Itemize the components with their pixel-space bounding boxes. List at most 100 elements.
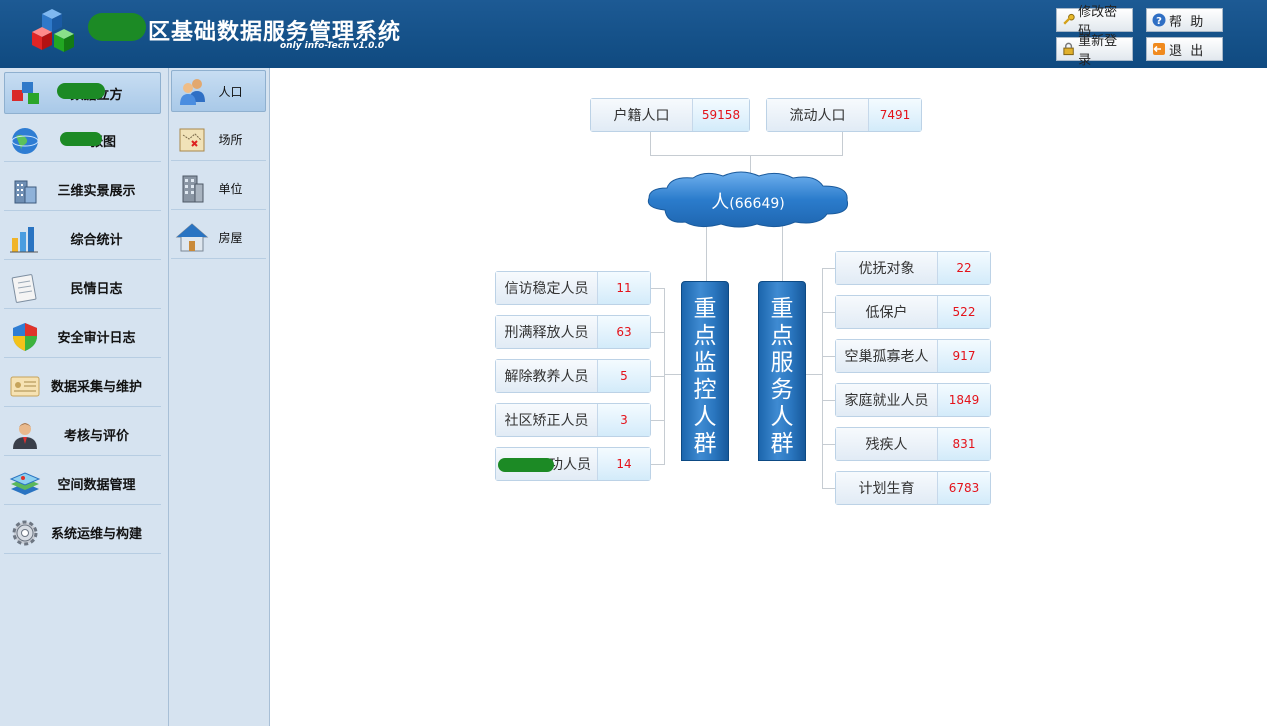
menu-item-spatial-data[interactable]: 空间数据管理 xyxy=(4,463,161,505)
stat-label: 计划生育 xyxy=(836,472,938,504)
stat-released-reeducation[interactable]: 解除教养人员 5 xyxy=(495,359,651,393)
connector-line xyxy=(650,155,843,156)
group-title-char: 人 xyxy=(770,404,794,430)
sub-label: 单位 xyxy=(218,182,243,196)
stat-petition-stability[interactable]: 信访稳定人员 11 xyxy=(495,271,651,305)
menu-label: 空间数据管理 xyxy=(57,478,136,493)
stat-special-care[interactable]: 优抚对象 22 xyxy=(835,251,991,285)
logout-button[interactable]: 退 出 xyxy=(1146,37,1223,61)
stat-redacted-group[interactable]: 功人员 14 xyxy=(495,447,651,481)
sub-item-population[interactable]: 人口 xyxy=(171,70,266,112)
stat-label: 解除教养人员 xyxy=(496,360,598,392)
stat-disabled[interactable]: 残疾人 831 xyxy=(835,427,991,461)
menu-item-statistics[interactable]: 综合统计 xyxy=(4,218,161,260)
connector-line xyxy=(822,268,823,489)
stat-value: 3 xyxy=(598,404,650,436)
stat-label: 流动人口 xyxy=(767,99,869,131)
stat-family-employment[interactable]: 家庭就业人员 1849 xyxy=(835,383,991,417)
menu-label: 数据采集与维护 xyxy=(50,380,142,395)
group-title-char: 监 xyxy=(693,350,717,376)
menu-item-data-collection[interactable]: 数据采集与维护 xyxy=(4,365,161,407)
redaction-mark xyxy=(57,83,105,99)
menu-item-data-cube[interactable]: 数据立方 xyxy=(4,72,161,114)
connector-line xyxy=(650,131,651,155)
connector-line xyxy=(822,400,835,401)
sub-label: 场所 xyxy=(218,133,243,147)
stat-family-planning[interactable]: 计划生育 6783 xyxy=(835,471,991,505)
logo-cubes-icon xyxy=(32,9,74,52)
connector-line xyxy=(706,226,707,282)
stat-released-prisoners[interactable]: 刑满释放人员 63 xyxy=(495,315,651,349)
stat-floating-population[interactable]: 流动人口 7491 xyxy=(766,98,922,132)
group-title-char: 控 xyxy=(693,377,717,403)
service-group-header[interactable]: 重点服务人群 xyxy=(758,281,806,461)
menu-item-3d-scene[interactable]: 三维实景展示 xyxy=(4,169,161,211)
stat-value: 5 xyxy=(598,360,650,392)
menu-item-evaluation[interactable]: 考核与评价 xyxy=(4,414,161,456)
redaction-mark xyxy=(88,13,146,41)
app-title: 区基础数据服务管理系统 xyxy=(148,20,402,45)
connector-line xyxy=(750,155,751,173)
stat-value: 831 xyxy=(938,428,990,460)
map-layers-icon xyxy=(9,471,41,495)
group-title-char: 群 xyxy=(770,431,794,457)
group-title-char: 重 xyxy=(693,296,717,322)
sub-menu: 人口 场所 单位 房屋 xyxy=(169,68,270,726)
stat-label: 刑满释放人员 xyxy=(496,316,598,348)
sub-item-houses[interactable]: 房屋 xyxy=(171,217,266,259)
stat-label: 残疾人 xyxy=(836,428,938,460)
monitor-group-header[interactable]: 重点监控人群 xyxy=(681,281,729,461)
group-title-char: 重 xyxy=(770,296,794,322)
house-icon xyxy=(175,222,209,251)
menu-label: 三维实景展示 xyxy=(57,184,136,199)
stat-low-income[interactable]: 低保户 522 xyxy=(835,295,991,329)
stat-label: 优抚对象 xyxy=(836,252,938,284)
sub-item-units[interactable]: 单位 xyxy=(171,168,266,210)
cloud-node[interactable] xyxy=(643,170,853,230)
menu-label: 综合统计 xyxy=(70,233,123,248)
stat-value: 522 xyxy=(938,296,990,328)
shield-icon xyxy=(13,322,37,351)
svg-text:?: ? xyxy=(1156,16,1162,27)
menu-item-security-audit[interactable]: 安全审计日志 xyxy=(4,316,161,358)
group-title-char: 点 xyxy=(770,323,794,349)
help-icon: ? xyxy=(1152,13,1166,27)
stat-community-correction[interactable]: 社区矫正人员 3 xyxy=(495,403,651,437)
menu-item-system-ops[interactable]: 系统运维与构建 xyxy=(4,512,161,554)
connector-line xyxy=(782,226,783,282)
stat-value: 59158 xyxy=(693,99,749,131)
relogin-button[interactable]: 重新登录 xyxy=(1056,34,1133,68)
stat-value: 11 xyxy=(598,272,650,304)
connector-line xyxy=(822,444,835,445)
globe-icon xyxy=(11,127,39,154)
connector-line xyxy=(650,288,664,289)
menu-label: 考核与评价 xyxy=(63,429,129,444)
connector-line xyxy=(650,376,664,377)
connector-line xyxy=(650,420,664,421)
stat-value: 63 xyxy=(598,316,650,348)
stat-value: 6783 xyxy=(938,472,990,504)
buildings-icon xyxy=(14,180,37,203)
stat-registered-population[interactable]: 户籍人口 59158 xyxy=(590,98,750,132)
group-title-char: 群 xyxy=(693,431,717,457)
people-icon xyxy=(180,79,205,105)
connector-line xyxy=(805,374,822,375)
help-button[interactable]: ? 帮 助 xyxy=(1146,8,1223,32)
menu-item-public-log[interactable]: 民情日志 xyxy=(4,267,161,309)
connector-line xyxy=(822,268,835,269)
stat-elderly-alone[interactable]: 空巢孤寡老人 917 xyxy=(835,339,991,373)
connector-line xyxy=(842,131,843,155)
sub-item-places[interactable]: 场所 xyxy=(171,119,266,161)
connector-line xyxy=(664,288,665,465)
change-password-button[interactable]: 修改密码 xyxy=(1056,5,1133,39)
connector-line xyxy=(822,312,835,313)
menu-label: 安全审计日志 xyxy=(57,331,136,346)
app-header: 区基础数据服务管理系统 only info-Tech v1.0.0 修改密码 ?… xyxy=(0,0,1267,68)
group-title-char: 务 xyxy=(770,377,794,403)
sub-label: 人口 xyxy=(218,84,243,99)
lock-icon xyxy=(1063,42,1074,56)
connector-line xyxy=(650,464,664,465)
menu-item-one-map[interactable]: 一张图 xyxy=(4,120,161,162)
left-menu: 数据立方 一张图 三维实景展示 综合统计 民情日志 安全审计日志 数据采集与维护… xyxy=(0,68,169,726)
stat-label: 空巢孤寡老人 xyxy=(836,340,938,372)
